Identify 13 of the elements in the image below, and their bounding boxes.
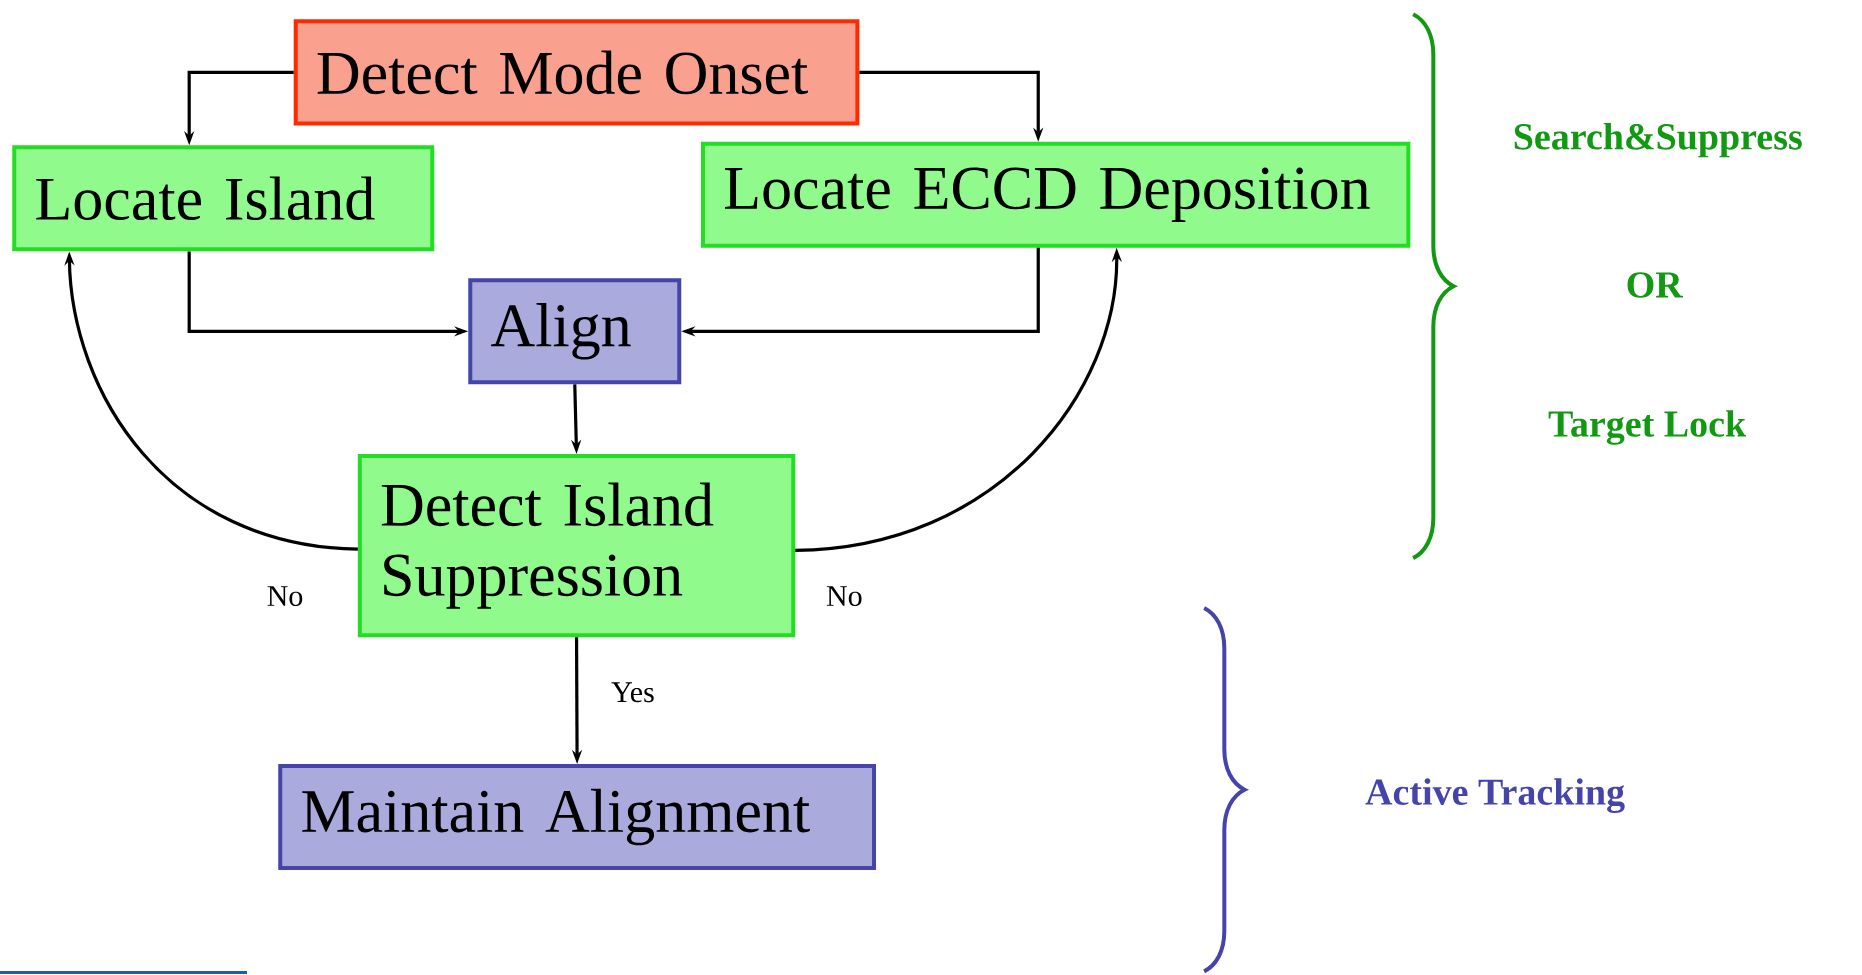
edge-label: No (264, 584, 306, 609)
process-box: Align (468, 278, 682, 385)
process-box: Maintain Alignment (278, 763, 876, 871)
process-box: Locate Island (12, 145, 435, 252)
edge-label: No (824, 584, 865, 609)
group-label: Active Tracking (1365, 778, 1625, 813)
edge-label: Yes (609, 680, 657, 705)
group-label: OR (1627, 272, 1683, 298)
group-label: Search&Suppress (1514, 122, 1802, 158)
process-box: Locate ECCD Deposition (701, 141, 1411, 248)
group-label: Target Lock (1548, 410, 1747, 445)
process-box: Detect Mode Onset (293, 19, 860, 126)
decision-box: Detect Island Suppression (357, 454, 796, 638)
